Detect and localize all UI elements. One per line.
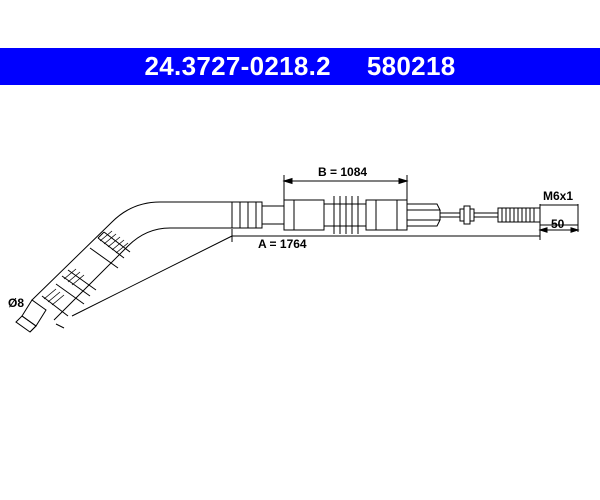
ferrule	[231, 201, 285, 229]
label-dim-a: A = 1764	[258, 237, 307, 251]
reference-number: 580218	[366, 51, 456, 81]
sleeve-hatching	[43, 230, 129, 306]
cable-end	[407, 203, 498, 227]
cable-sheath	[31, 201, 232, 321]
label-dim-b: B = 1084	[318, 165, 367, 179]
label-thread: M6x1	[543, 189, 573, 203]
label-diameter: Ø8	[8, 296, 24, 310]
adjuster-body	[283, 196, 408, 234]
dimension-a	[55, 226, 541, 329]
dimension-b	[282, 175, 409, 202]
sheath-sleeves	[41, 231, 131, 317]
label-thread-length: 50	[551, 217, 565, 231]
end-fitting-left	[15, 299, 47, 333]
threaded-rod	[497, 204, 579, 226]
part-number: 24.3727-0218.2	[144, 51, 331, 81]
title-bar: 24.3727-0218.2 580218	[0, 48, 600, 85]
